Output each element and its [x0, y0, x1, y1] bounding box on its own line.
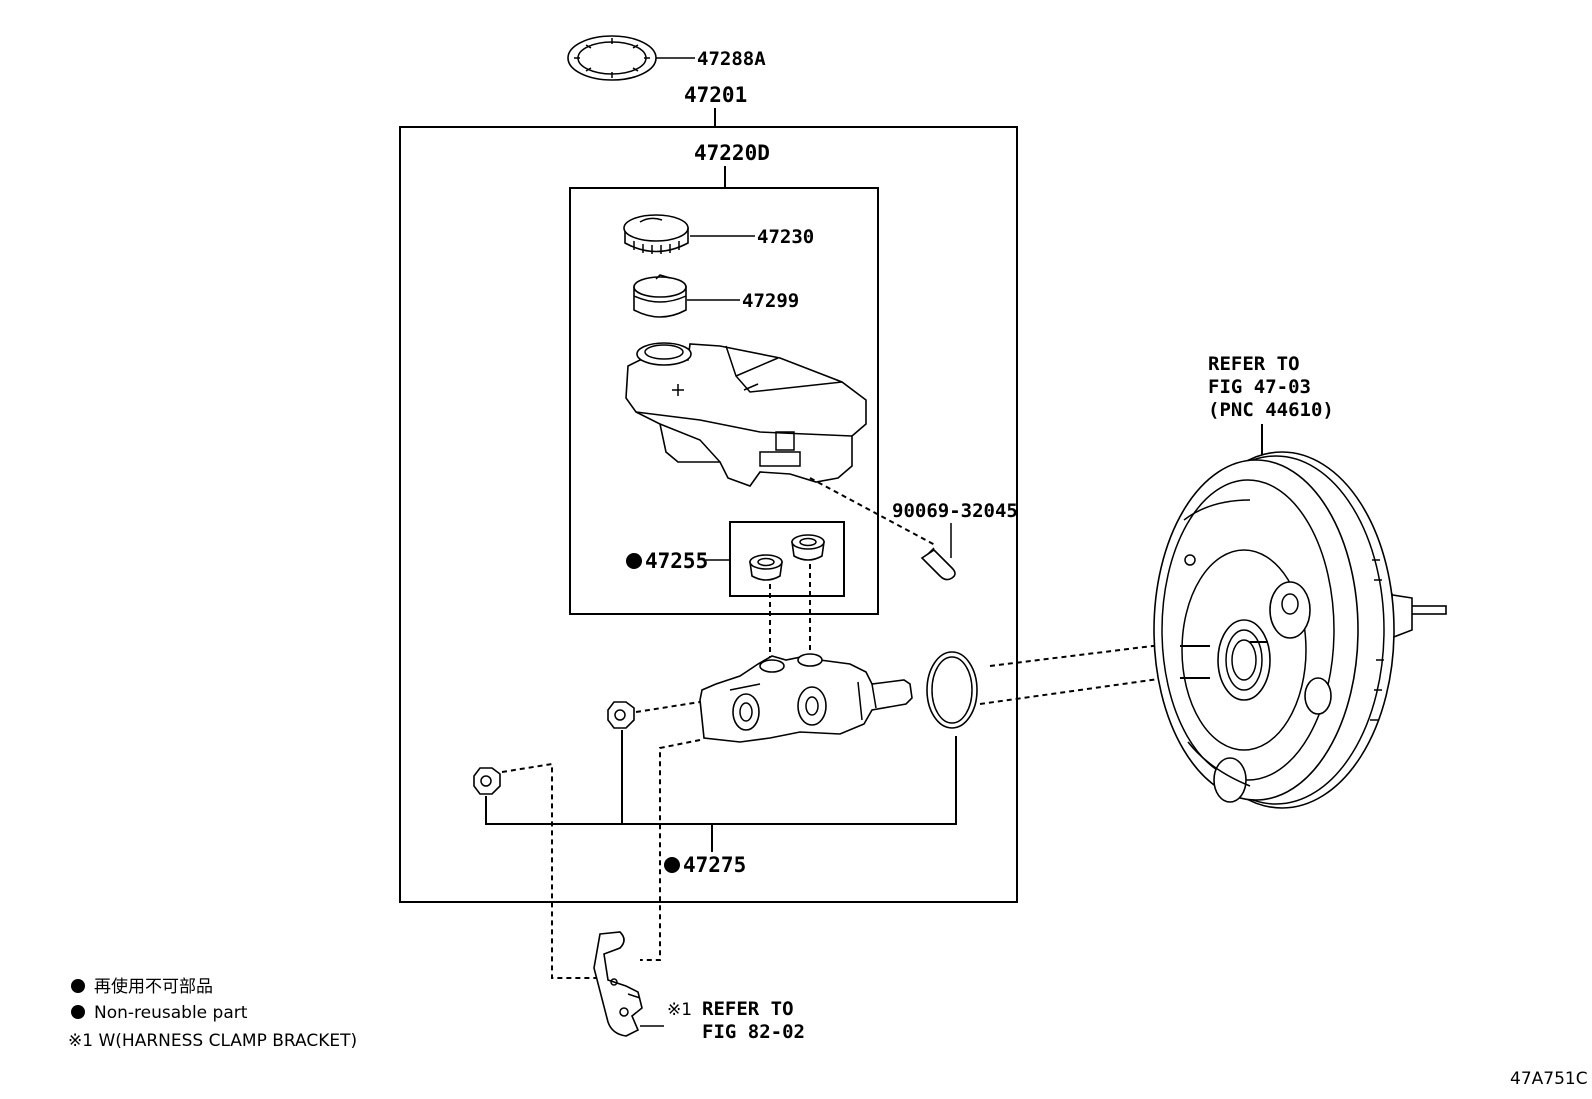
label-47230[interactable]: 47230: [757, 226, 814, 248]
legend: 再使用不可部品 Non-reusable part ※1 W(HARNESS C…: [68, 976, 357, 1051]
label-90069-32045[interactable]: 90069-32045: [892, 500, 1018, 522]
grommet-47255-left: [749, 554, 783, 581]
refer-booster-line3[interactable]: (PNC 44610): [1208, 399, 1334, 421]
nut-left: [473, 767, 501, 795]
gasket-47288a: [567, 35, 657, 81]
harness-clamp-bracket: [593, 931, 643, 1037]
label-47220d[interactable]: 47220D: [694, 141, 770, 165]
brake-booster: [1153, 451, 1447, 809]
grommet-47255-box: [729, 521, 845, 597]
label-47275[interactable]: 47275: [683, 853, 746, 877]
reservoir-tank: [625, 342, 867, 487]
master-cylinder-body: [699, 653, 913, 743]
legend-bullet-icon: [71, 1005, 85, 1019]
label-47255[interactable]: 47255: [645, 549, 708, 573]
legend-english: Non-reusable part: [94, 1003, 248, 1023]
legend-bullet-icon: [71, 979, 85, 993]
grommet-47255-right: [791, 534, 825, 561]
refer-booster-line2[interactable]: FIG 47-03: [1208, 376, 1311, 398]
label-47299[interactable]: 47299: [742, 290, 799, 312]
non-reusable-bullet-icon: [626, 553, 642, 569]
label-47201[interactable]: 47201: [684, 83, 747, 107]
figure-code: 47A751C: [1510, 1069, 1588, 1089]
reservoir-cap-47230: [623, 214, 689, 254]
refer-booster-line1[interactable]: REFER TO: [1208, 353, 1300, 375]
refer-bracket-line1[interactable]: REFER TO: [702, 998, 794, 1020]
reservoir-47220d-box: [569, 187, 879, 615]
legend-note: ※1 W(HARNESS CLAMP BRACKET): [68, 1031, 357, 1051]
strainer-47299: [633, 274, 687, 318]
nut-middle: [607, 701, 635, 729]
non-reusable-bullet-icon: [664, 857, 680, 873]
label-47288a[interactable]: 47288A: [697, 48, 766, 70]
o-ring: [926, 651, 978, 729]
legend-japanese: 再使用不可部品: [94, 976, 213, 997]
ref-mark-1: ※1: [667, 1000, 692, 1020]
assembly-47201-box: [399, 126, 1018, 903]
refer-bracket-line2[interactable]: FIG 82-02: [702, 1021, 805, 1043]
screw-90069-32045: [920, 547, 956, 581]
